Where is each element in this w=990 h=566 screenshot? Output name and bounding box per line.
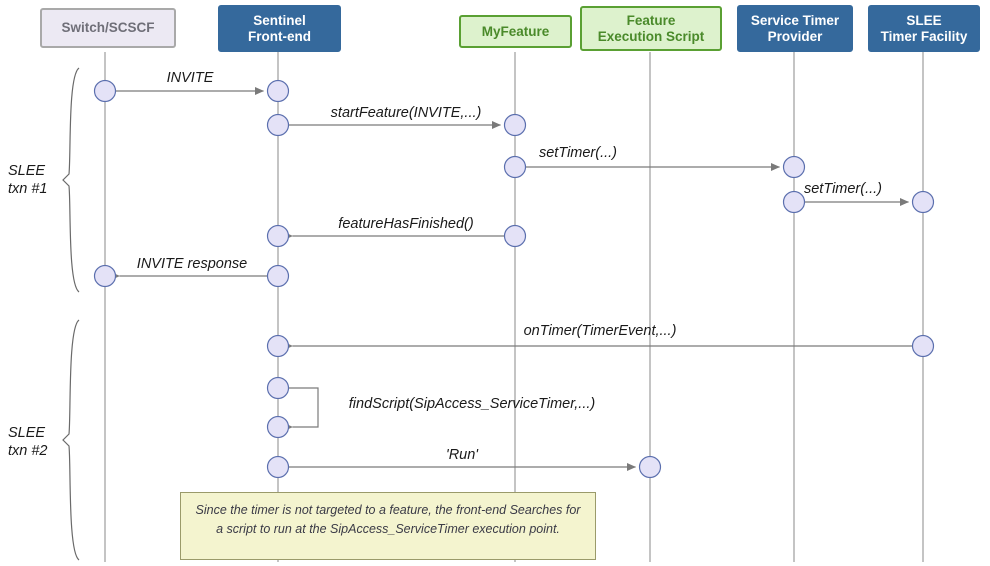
message-node-run-source: [266, 455, 290, 479]
message-node-startfeature-source: [266, 113, 290, 137]
participant-label: MyFeature: [481, 23, 550, 39]
message-node-settimer-provider-source: [503, 155, 527, 179]
message-node-run-target: [638, 455, 662, 479]
message-label-startfeature: startFeature(INVITE,...): [330, 105, 482, 121]
message-arrow-findscript: [284, 387, 319, 431]
message-label-inviteresponse: INVITE response: [136, 256, 248, 272]
message-node-invite-target: [266, 79, 290, 103]
transaction-label-line1: SLEE: [8, 425, 46, 441]
transaction-braces-group: [62, 67, 80, 561]
message-node-featurehasfinished-target: [266, 224, 290, 248]
message-node-findscript-start: [266, 376, 290, 400]
message-node-invite-source: [93, 79, 117, 103]
transaction-label-line2: txn #1: [8, 181, 48, 198]
message-node-settimer-facility-target: [911, 190, 935, 214]
participant-switch[interactable]: Switch/SCSCF: [40, 8, 176, 48]
message-node-inviteresponse-source: [266, 264, 290, 288]
message-label-ontimer: onTimer(TimerEvent,...): [523, 323, 677, 339]
message-label-invite: INVITE: [166, 70, 214, 86]
message-label-settimer-facility: setTimer(...): [803, 181, 883, 197]
transaction-label-txn2: SLEE txn #2: [8, 424, 48, 460]
message-label-findscript: findScript(SipAccess_ServiceTimer,...): [348, 396, 596, 412]
message-node-settimer-facility-source: [782, 190, 806, 214]
message-arrows-group: [111, 87, 913, 471]
message-node-settimer-provider-target: [782, 155, 806, 179]
transaction-label-line2: txn #2: [8, 443, 48, 460]
note-box: Since the timer is not targeted to a fea…: [180, 492, 596, 560]
transaction-label-txn1: SLEE txn #1: [8, 162, 48, 198]
message-node-featurehasfinished-source: [503, 224, 527, 248]
participant-myfeature[interactable]: MyFeature: [459, 15, 572, 48]
message-label-run: 'Run': [445, 447, 479, 463]
message-node-inviteresponse-target: [93, 264, 117, 288]
message-label-featurehasfinished: featureHasFinished(): [338, 216, 474, 232]
brace-txn1: [62, 67, 80, 293]
message-node-ontimer-target: [266, 334, 290, 358]
lifelines-group: [104, 52, 924, 562]
message-node-findscript-end: [266, 415, 290, 439]
transaction-label-line1: SLEE: [8, 163, 46, 179]
participant-label: Switch/SCSCF: [61, 20, 155, 36]
message-nodes-group: [93, 79, 935, 479]
message-node-startfeature-target: [503, 113, 527, 137]
message-node-ontimer-source: [911, 334, 935, 358]
message-label-settimer-provider: setTimer(...): [538, 145, 618, 161]
brace-txn2: [62, 319, 80, 561]
